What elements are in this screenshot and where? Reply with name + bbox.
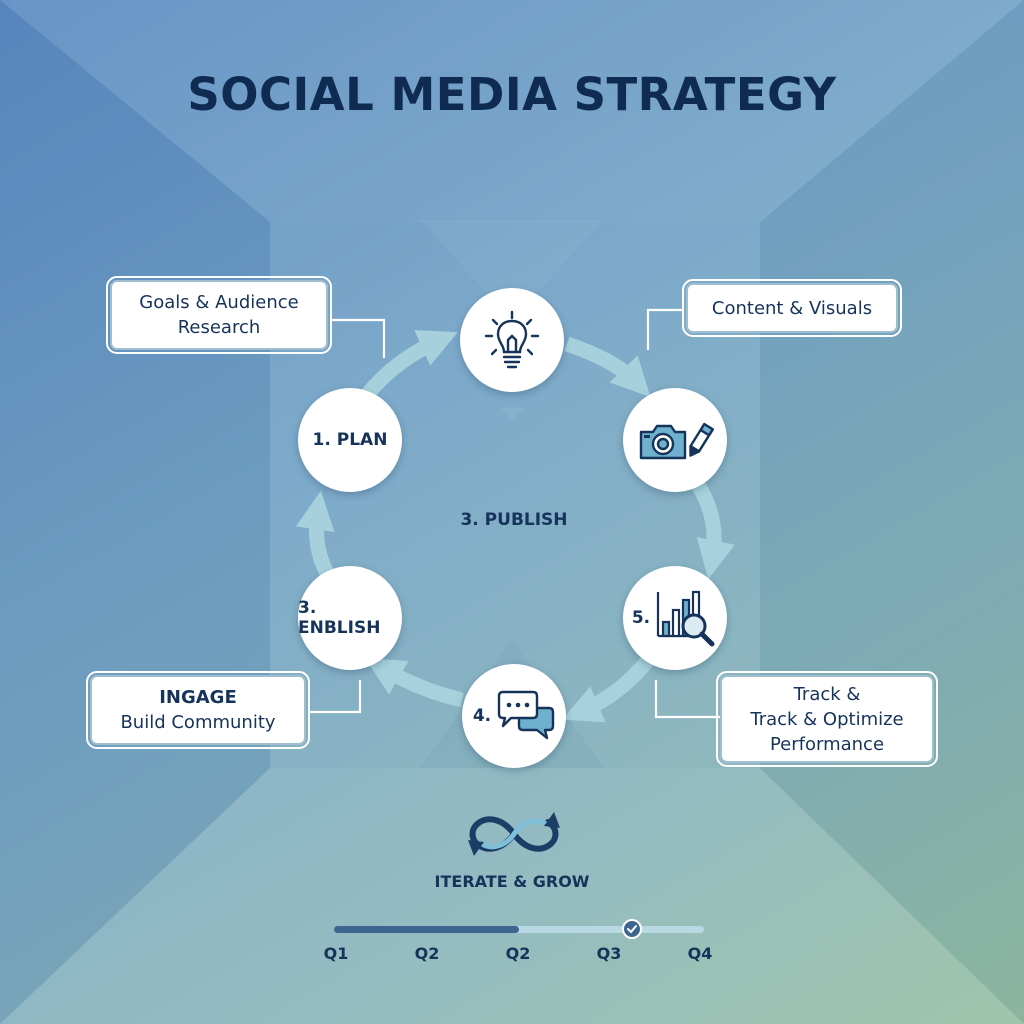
cycle-arrow	[691, 481, 735, 580]
node-community: 4.	[462, 664, 566, 768]
timeline	[334, 919, 704, 939]
center-label: 3. PUBLISH	[460, 510, 568, 530]
chat-bubbles-icon	[497, 690, 555, 740]
timeline-q1: Q1	[323, 944, 349, 963]
card-goals-line1: Goals & Audience	[139, 292, 299, 313]
check-icon	[622, 919, 642, 939]
card-goals-line2: Research	[177, 317, 261, 338]
infinity-cycle-icon	[468, 812, 560, 856]
iterate-label: ITERATE & GROW	[434, 872, 590, 891]
page-title: SOCIAL MEDIA STRATEGY	[187, 68, 837, 121]
timeline-progress	[334, 926, 519, 933]
card-track: Track & Track & Optimize Performance	[716, 671, 938, 767]
node-community-label: 4.	[472, 706, 492, 726]
node-engage: 3. ENBLISH	[298, 566, 402, 670]
timeline-q4: Q4	[687, 944, 713, 963]
timeline-q2: Q2	[414, 944, 440, 963]
card-engage: INGAGE Build Community	[86, 671, 310, 749]
card-track-line3: Performance	[769, 733, 885, 755]
node-engage-label: 3. ENBLISH	[298, 598, 381, 638]
lightbulb-icon	[484, 310, 540, 369]
leader-line	[654, 680, 720, 719]
cycle-arrow	[361, 330, 458, 400]
leader-line	[308, 680, 362, 714]
node-ideation	[460, 288, 564, 392]
timeline-q3: Q3	[596, 944, 622, 963]
node-plan: 1. PLAN	[298, 388, 402, 492]
cycle-arrow	[295, 490, 337, 583]
node-analyze: 5.	[623, 566, 727, 670]
cycle-arrow	[562, 655, 654, 723]
card-engage-line2: Build Community	[120, 712, 276, 733]
node-create	[623, 388, 727, 492]
leader-line	[646, 308, 684, 350]
node-plan-label: 1. PLAN	[312, 430, 388, 450]
card-track-line2: Track & Optimize	[750, 708, 904, 730]
card-content-line1: Content & Visuals	[711, 297, 873, 319]
cycle-arrow	[564, 336, 651, 398]
card-track-line1: Track &	[793, 683, 861, 705]
card-content: Content & Visuals	[682, 279, 902, 337]
card-goals: Goals & Audience Research	[106, 276, 332, 354]
timeline-q2b: Q2	[505, 944, 531, 963]
chart-search-icon	[657, 590, 715, 647]
card-engage-line1: INGAGE	[159, 687, 237, 708]
cycle-arrow	[365, 658, 464, 708]
leader-line	[330, 318, 386, 358]
node-analyze-label: 5.	[631, 608, 651, 628]
camera-pen-icon	[639, 422, 714, 460]
